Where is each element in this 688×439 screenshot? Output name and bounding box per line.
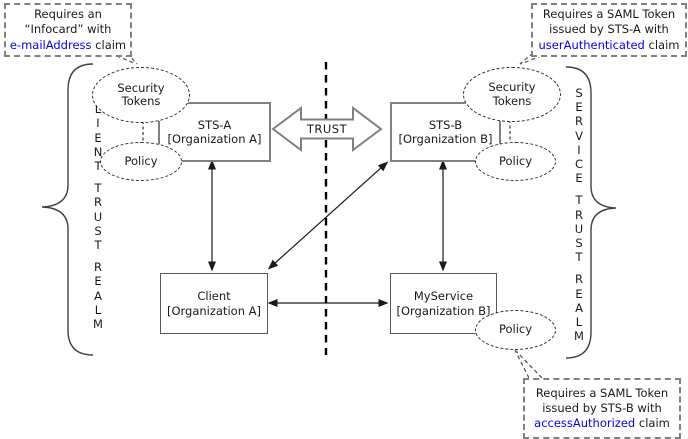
security-tokens-right-line2: Tokens <box>492 93 532 108</box>
policy-right-label: Policy <box>498 153 533 168</box>
claim-suffix: claim <box>644 37 680 52</box>
client-trust-realm-label: C L I E N T T R U S T R E A L M <box>87 88 109 339</box>
security-tokens-left-line1: Security <box>117 80 165 95</box>
service-trust-realm-label: S E R V I C E T R U S T R E A L M <box>568 86 590 351</box>
realm-word: S E R V I C E <box>574 86 584 186</box>
trust-arrow-label: TRUST <box>306 122 348 136</box>
sts-a-name: STS-A <box>197 117 232 132</box>
realm-word: R E A L M <box>93 260 103 332</box>
claim-suffix: claim <box>91 37 127 52</box>
myservice-org: [Organization B] <box>396 303 491 318</box>
infocard-requirement-callout: Requires an “Infocard” with e-mailAddres… <box>4 3 132 57</box>
claim-highlight: accessAuthorized <box>534 416 636 431</box>
infocard-callout-line1: Requires an <box>34 7 102 22</box>
sts-b-name: STS-B <box>428 117 463 132</box>
realm-word: T R U S T <box>93 181 103 253</box>
stsb-token-requirement-callout: Requires a SAML Token issued by STS-B wi… <box>523 378 681 439</box>
realm-word: T R U S T <box>574 193 584 265</box>
client-org: [Organization A] <box>166 303 262 318</box>
security-tokens-ellipse-right: Security Tokens <box>463 67 561 122</box>
security-tokens-left-line2: Tokens <box>121 94 161 108</box>
stsb-callout-line2: issued by STS-B with <box>542 400 662 415</box>
stsa-token-requirement-callout: Requires a SAML Token issued by STS-A wi… <box>531 3 687 57</box>
client-realm-brace <box>41 63 94 356</box>
stsa-callout-line2: issued by STS-A with <box>549 22 669 37</box>
service-realm-brace <box>565 66 617 359</box>
stsb-callout-line3: accessAuthorized claim <box>534 416 670 431</box>
claim-suffix: claim <box>635 416 670 431</box>
realm-word: R E A L M <box>574 272 584 344</box>
infocard-callout-line3: e-mailAddress claim <box>10 38 126 53</box>
stsa-callout-line3: userAuthenticated claim <box>539 38 680 53</box>
policy-ellipse-service: Policy <box>475 310 556 350</box>
stsa-callout-tail <box>519 52 549 65</box>
security-tokens-ellipse-left: Security Tokens <box>92 67 190 123</box>
client-box: Client [Organization A] <box>160 273 268 334</box>
stsa-callout-line1: Requires a SAML Token <box>542 7 676 22</box>
infocard-callout-line2: “Infocard” with <box>24 22 112 37</box>
sts-b-org: [Organization B] <box>398 132 493 146</box>
policy-ellipse-right: Policy <box>475 142 556 181</box>
policy-ellipse-left: Policy <box>100 142 182 181</box>
security-tokens-right-line1: Security <box>488 80 536 94</box>
arrow-client-stsb <box>267 161 389 270</box>
sts-a-org: [Organization A] <box>167 132 262 146</box>
claim-highlight: userAuthenticated <box>538 37 645 52</box>
policy-service-label: Policy <box>498 322 533 337</box>
policy-left-label: Policy <box>124 153 158 168</box>
stsb-callout-tail <box>514 349 543 379</box>
trust-block-arrow <box>271 106 383 152</box>
client-name: Client <box>197 289 231 303</box>
claim-highlight: e-mailAddress <box>9 37 92 52</box>
myservice-name: MyService <box>413 289 474 303</box>
stsb-callout-line1: Requires a SAML Token <box>535 385 669 400</box>
